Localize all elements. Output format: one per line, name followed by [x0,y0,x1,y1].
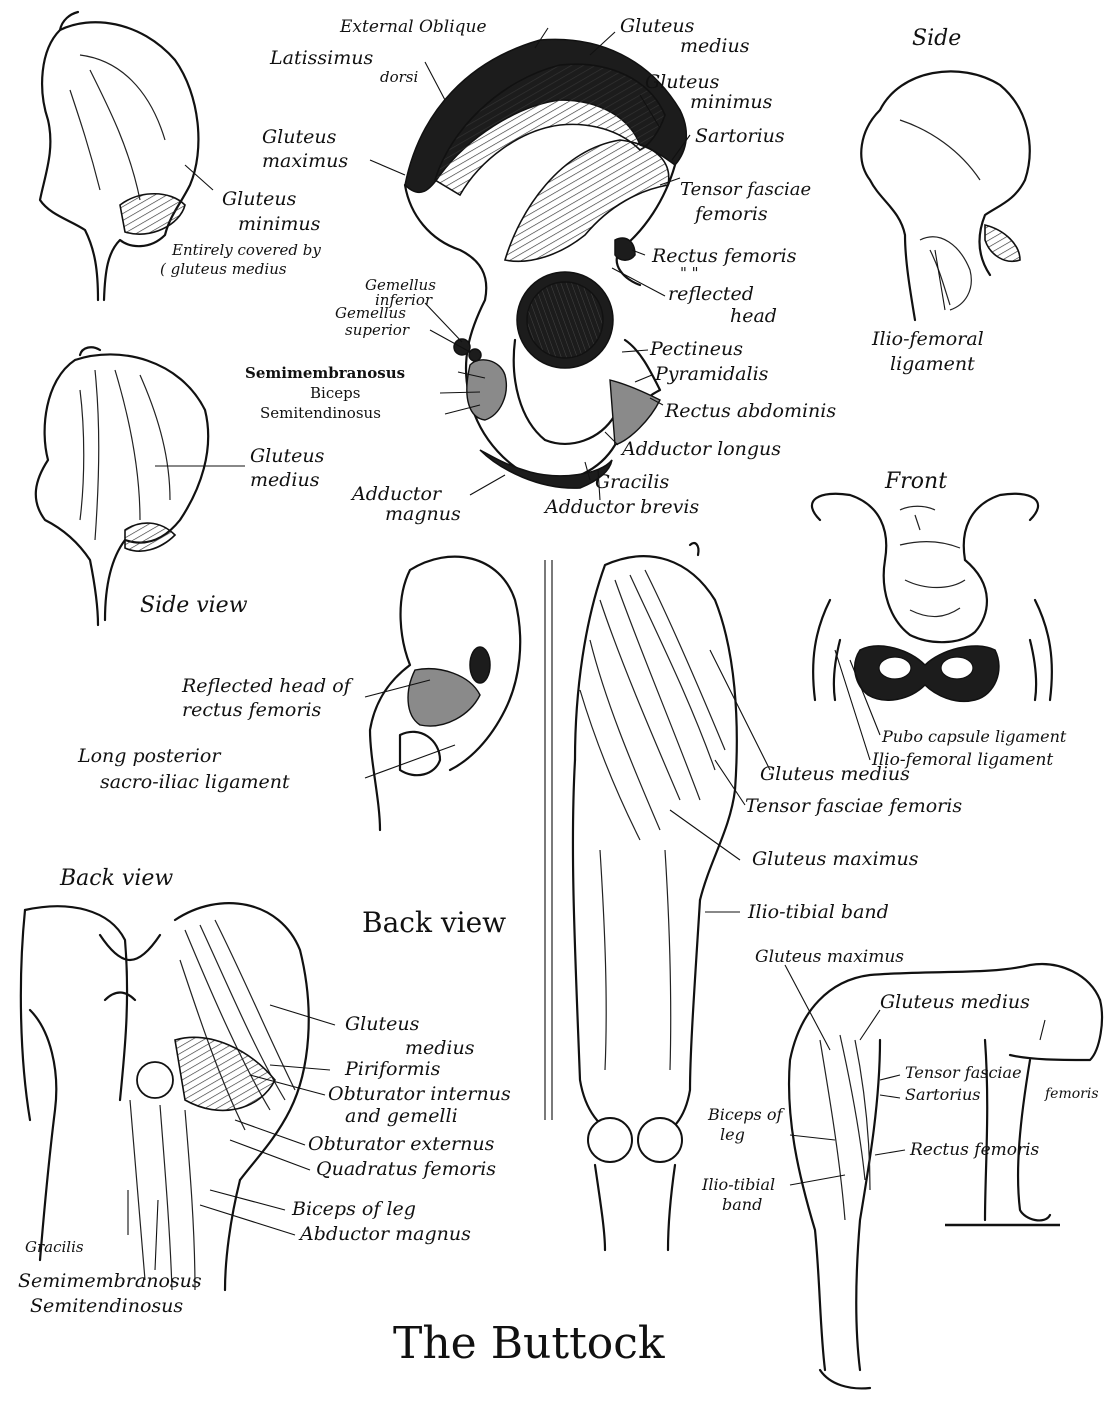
label-gluteus-maximus-top-2: maximus [262,150,348,172]
label-gluteus-minimus-left-2: minimus [238,213,321,235]
label-gluteus-minimus-left-1: Gluteus [222,188,297,210]
label-gluteus-medius-right: Gluteus medius [880,991,1030,1013]
label-gemellus-superior-2: superior [345,321,410,339]
label-gluteus-medius-side-1: Gluteus [250,445,325,467]
label-biceps-of-leg-right-1: Biceps of [707,1105,785,1124]
label-gemellus-superior-1: Gemellus [335,304,406,322]
label-tensor-fasciae-right-1: Tensor fasciae [905,1063,1022,1082]
pelvis-side-top-right [861,71,1029,320]
label-gluteus-medius-side-2: medius [250,469,320,491]
label-gluteus-medius-top-1: Gluteus [620,15,695,37]
label-entirely-covered-2: ( gluteus medius [160,260,287,278]
label-pectineus: Pectineus [649,338,743,360]
label-sartorius-top: Sartorius [695,125,785,147]
label-gluteus-minimus-top-1: Gluteus [645,71,720,93]
label-rectus-femoris-4: head [730,305,777,327]
view-label-back-center: Back view [362,906,506,939]
label-pyramidalis: Pyramidalis [654,363,769,385]
label-obturator-externus: Obturator externus [308,1133,495,1155]
label-gluteus-medius-top-2: medius [680,35,750,57]
label-latissimus-2: dorsi [380,68,419,86]
label-reflected-head-2: rectus femoris [182,699,322,721]
pelvis-attachments-center [405,39,686,488]
label-gracilis-back: Gracilis [25,1238,84,1256]
label-ilio-femoral-side-1: Ilio-femoral [871,328,984,350]
label-ilio-femoral-side-2: ligament [890,353,975,375]
label-gluteus-minimus-top-2: minimus [690,91,773,113]
label-rectus-abdominis: Rectus abdominis [664,400,836,422]
label-tensor-fasciae-center: Tensor fasciae femoris [745,795,962,817]
label-obturator-internus-2: and gemelli [345,1105,458,1127]
label-semitendinosus-back: Semitendinosus [30,1295,183,1317]
label-adductor-magnus-top-1: Adductor [350,483,443,505]
label-gluteus-maximus-top-1: Gluteus [262,126,337,148]
view-label-back-left: Back view [59,866,173,891]
label-rectus-femoris-1: Rectus femoris [651,245,797,267]
label-quadratus-femoris: Quadratus femoris [316,1158,496,1180]
label-adductor-magnus-top-2: magnus [385,503,461,525]
label-sartorius-right: Sartorius [905,1085,981,1104]
label-entirely-covered-1: Entirely covered by [171,241,321,259]
pelvis-front [812,494,1052,702]
plate-title: The Buttock [393,1318,665,1369]
view-label-front: Front [884,469,947,494]
label-rectus-femoris-3: reflected [668,283,754,305]
label-tensor-fasciae-right-2: femoris [1044,1086,1099,1102]
label-biceps-of-leg-back: Biceps of leg [291,1198,416,1220]
label-gluteus-medius-back-1: Gluteus [345,1013,420,1035]
label-ilio-tibial-right-2: band [722,1195,762,1214]
label-external-oblique: External Oblique [339,17,487,37]
label-adductor-longus: Adductor longus [620,438,781,460]
label-semimembranosus-back: Semimembranosus [18,1270,202,1292]
label-latissimus-1: Latissimus [269,47,373,69]
label-ilio-tibial-center: Ilio-tibial band [747,901,889,923]
label-biceps-top: Biceps [310,384,360,402]
label-gluteus-maximus-right: Gluteus maximus [755,947,904,967]
label-gluteus-medius-back-2: medius [405,1037,475,1059]
label-obturator-internus-1: Obturator internus [328,1083,511,1105]
label-adductor-brevis: Adductor brevis [543,496,699,518]
label-pubo-capsular: Pubo capsule ligament [881,727,1067,746]
label-gracilis-top: Gracilis [595,471,669,493]
back-view-bottom-left [21,903,309,1290]
label-long-posterior-2: sacro-iliac ligament [100,771,290,793]
label-biceps-of-leg-right-2: leg [720,1125,745,1144]
label-piriformis: Piriformis [344,1058,441,1080]
label-long-posterior-1: Long posterior [77,745,222,767]
label-abductor-magnus: Abductor magnus [298,1223,471,1245]
label-gluteus-maximus-center: Gluteus maximus [752,848,919,870]
label-gluteus-medius-center: Gluteus medius [760,763,910,785]
label-rectus-femoris-right: Rectus femoris [909,1140,1040,1160]
label-tensor-fasciae-top-1: Tensor fasciae [680,179,811,200]
pelvis-side-view-left [36,347,208,625]
label-semitendinosus-top: Semitendinosus [260,404,381,422]
view-label-side-top: Side [912,26,961,51]
label-rectus-femoris-2: " " [680,264,699,282]
view-label-side-left: Side view [140,593,248,618]
label-tensor-fasciae-top-2: femoris [693,203,768,225]
label-ilio-tibial-right-1: Ilio-tibial [701,1175,775,1194]
label-reflected-head-1: Reflected head of [181,675,354,697]
label-semimembranosus-top: Semimembranosus [245,364,405,382]
